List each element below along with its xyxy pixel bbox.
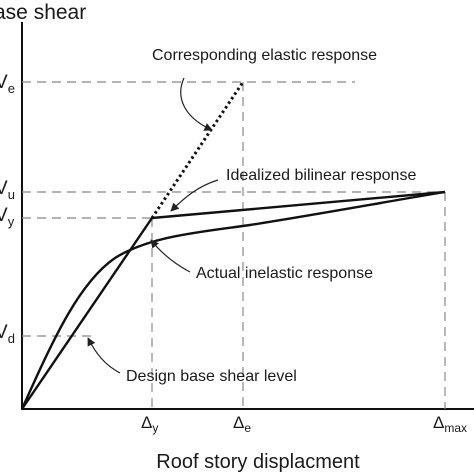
design-arrow bbox=[87, 337, 121, 374]
inelastic-response-curve bbox=[20, 190, 446, 410]
ve-tick-label: Ve bbox=[0, 72, 15, 96]
dmax-tick-label: Δmax bbox=[433, 413, 467, 435]
dy-tick-label: Δy bbox=[141, 413, 158, 435]
inelastic-arrow bbox=[150, 239, 191, 273]
vd-tick-label: Vd bbox=[0, 322, 15, 346]
elastic-annotation: Corresponding elastic response bbox=[152, 47, 377, 64]
inelastic-annotation: Actual inelastic response bbox=[196, 265, 373, 282]
reference-lines bbox=[22, 81, 446, 409]
bilinear-response-curve bbox=[21, 190, 446, 410]
design-annotation: Design base shear level bbox=[126, 368, 297, 385]
de-tick-label: Δe bbox=[233, 413, 251, 435]
vy-tick-label: Vy bbox=[0, 205, 15, 229]
bilinear-arrow bbox=[170, 179, 219, 212]
x-axis-title: Roof story displacment bbox=[156, 451, 360, 473]
elastic-response-line bbox=[150, 81, 245, 219]
elastic-arrow bbox=[180, 77, 213, 131]
y-axis-title: ase shear bbox=[0, 1, 86, 24]
vu-tick-label: Vu bbox=[0, 178, 15, 202]
bilinear-annotation: Idealized bilinear response bbox=[226, 167, 416, 184]
